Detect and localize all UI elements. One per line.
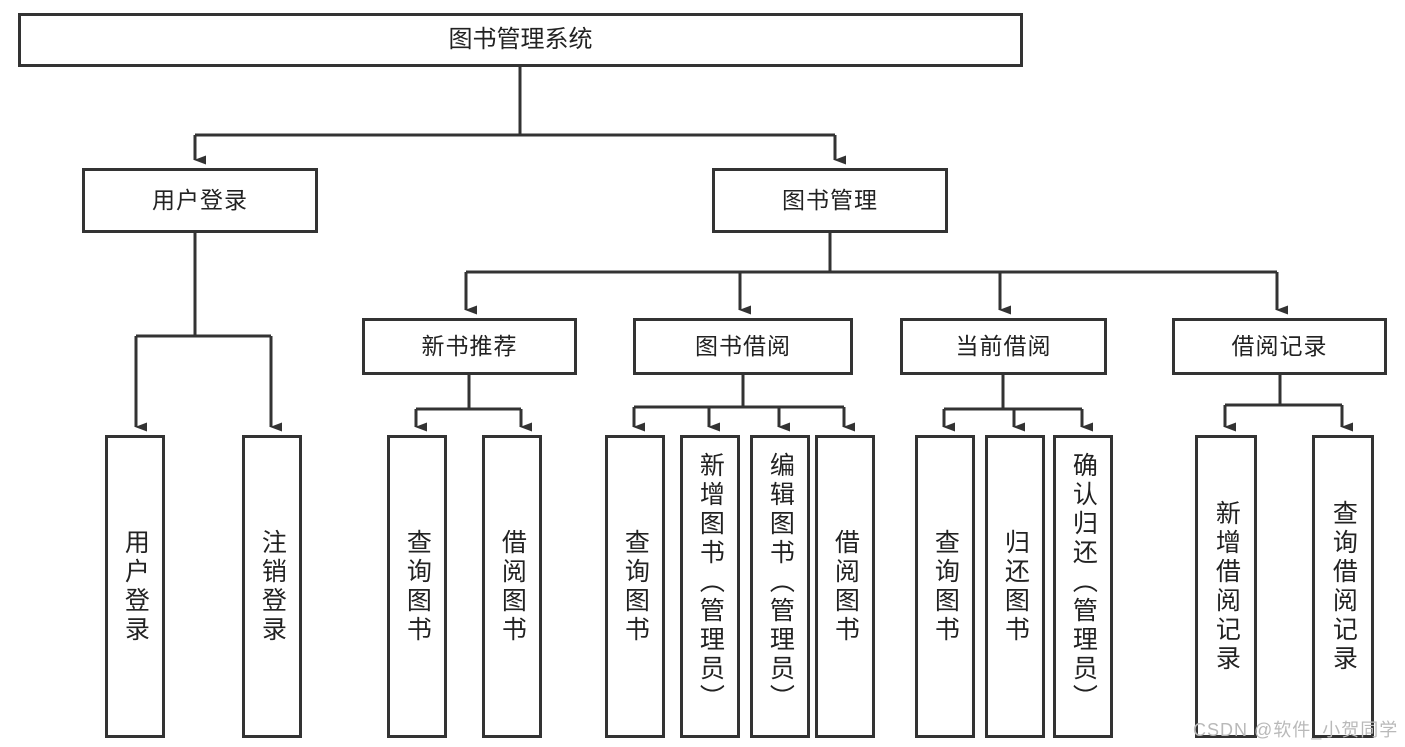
node-book-borrow[interactable]: 图书借阅 xyxy=(633,318,853,375)
node-book-manage[interactable]: 图书管理 xyxy=(712,168,948,233)
node-leaf-borrow-book-1-label: 借阅图书 xyxy=(498,528,527,645)
node-leaf-add-record[interactable]: 新增借阅记录 xyxy=(1195,435,1257,738)
node-new-book-recommend[interactable]: 新书推荐 xyxy=(362,318,577,375)
node-root-label: 图书管理系统 xyxy=(448,26,593,54)
node-leaf-return-book-label: 归还图书 xyxy=(1001,528,1030,645)
node-leaf-user-login[interactable]: 用户登录 xyxy=(105,435,165,738)
node-borrow-record[interactable]: 借阅记录 xyxy=(1172,318,1387,375)
node-user-login[interactable]: 用户登录 xyxy=(82,168,318,233)
node-leaf-confirm-return-label: 确认归还（管理员） xyxy=(1069,452,1098,713)
node-leaf-query-book-1-label: 查询图书 xyxy=(403,528,432,645)
node-leaf-edit-book[interactable]: 编辑图书（管理员） xyxy=(750,435,810,738)
node-borrow-record-label: 借阅记录 xyxy=(1231,333,1328,360)
node-new-book-recommend-label: 新书推荐 xyxy=(421,333,518,360)
node-leaf-user-logout-label: 注销登录 xyxy=(258,528,287,645)
node-leaf-user-logout[interactable]: 注销登录 xyxy=(242,435,302,738)
node-leaf-borrow-book-1[interactable]: 借阅图书 xyxy=(482,435,542,738)
node-current-borrow-label: 当前借阅 xyxy=(955,333,1052,360)
node-leaf-user-login-label: 用户登录 xyxy=(121,528,150,645)
node-leaf-query-book-3-label: 查询图书 xyxy=(931,528,960,645)
csdn-watermark: CSDN @软件_小贺同学 xyxy=(1193,720,1399,740)
node-leaf-add-record-label: 新增借阅记录 xyxy=(1212,499,1241,674)
node-leaf-add-book-label: 新增图书（管理员） xyxy=(696,452,725,713)
node-book-borrow-label: 图书借阅 xyxy=(695,333,791,360)
node-leaf-query-book-2[interactable]: 查询图书 xyxy=(605,435,665,738)
node-leaf-confirm-return[interactable]: 确认归还（管理员） xyxy=(1053,435,1113,738)
node-leaf-query-record[interactable]: 查询借阅记录 xyxy=(1312,435,1374,738)
node-leaf-query-record-label: 查询借阅记录 xyxy=(1329,499,1358,674)
node-leaf-add-book[interactable]: 新增图书（管理员） xyxy=(680,435,740,738)
node-leaf-query-book-2-label: 查询图书 xyxy=(621,528,650,645)
node-leaf-edit-book-label: 编辑图书（管理员） xyxy=(766,452,795,713)
node-book-manage-label: 图书管理 xyxy=(782,187,878,214)
node-root[interactable]: 图书管理系统 xyxy=(18,13,1023,67)
node-leaf-query-book-1[interactable]: 查询图书 xyxy=(387,435,447,738)
node-leaf-query-book-3[interactable]: 查询图书 xyxy=(915,435,975,738)
node-leaf-borrow-book-2[interactable]: 借阅图书 xyxy=(815,435,875,738)
node-current-borrow[interactable]: 当前借阅 xyxy=(900,318,1107,375)
node-leaf-return-book[interactable]: 归还图书 xyxy=(985,435,1045,738)
node-leaf-borrow-book-2-label: 借阅图书 xyxy=(831,528,860,645)
node-user-login-label: 用户登录 xyxy=(152,187,248,214)
